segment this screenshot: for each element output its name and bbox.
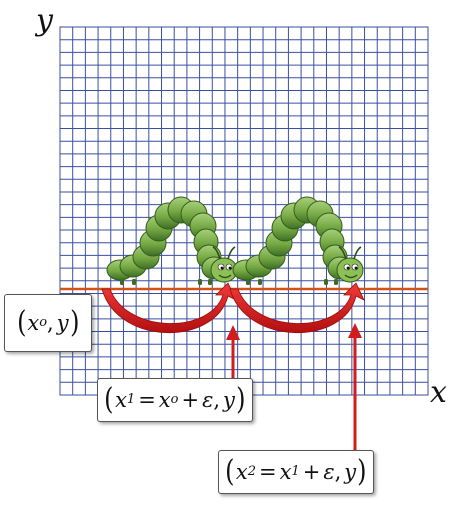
caterpillar-icon (106, 196, 238, 285)
caterpillar-pupil (354, 266, 358, 270)
caterpillar-head (336, 257, 364, 283)
caterpillar-pupil (228, 266, 232, 270)
caterpillar-antenna (353, 246, 362, 260)
step1-rhs: x (158, 388, 171, 412)
caterpillar-antenna (212, 246, 221, 260)
step1-plus: + (181, 388, 200, 412)
start-y: y (56, 311, 69, 335)
caterpillar-eye (351, 263, 359, 271)
caterpillar-mouth (344, 274, 358, 279)
step1-eq: = (138, 388, 156, 412)
grid (60, 27, 428, 395)
step2-plus: + (302, 460, 321, 484)
step1-y: y (223, 388, 235, 412)
step1-eps: ε (202, 388, 214, 412)
caterpillar-antenna (227, 246, 236, 260)
step2-rhs: x (279, 460, 292, 484)
caterpillar-foot (334, 279, 338, 285)
caterpillar-pupil (220, 266, 224, 270)
grid-background (59, 26, 429, 396)
caterpillar-foot (132, 279, 136, 285)
hop-arrow-1 (101, 282, 237, 334)
start-var: x (27, 311, 40, 335)
caterpillar-foot (246, 279, 250, 285)
x-axis-label: x (430, 375, 447, 410)
step2-eps: ε (323, 460, 335, 484)
pointer-arrow-2 (348, 323, 362, 450)
step2-lhs: x (235, 460, 248, 484)
caterpillar-eye (343, 263, 351, 271)
step2-y: y (344, 460, 357, 484)
caterpillar-foot (324, 279, 328, 285)
caterpillar-eye (217, 263, 225, 271)
pointer-arrow-1 (226, 325, 240, 378)
y-axis-label: y (36, 3, 53, 38)
caterpillar-foot (208, 279, 212, 285)
caterpillar-eye (225, 263, 233, 271)
caterpillar-foot (258, 279, 262, 285)
caterpillar-foot (198, 279, 202, 285)
step1-lhs: x (115, 388, 127, 412)
hop-arrow-2 (229, 282, 365, 334)
caterpillar-antenna (338, 246, 347, 260)
caterpillar-mouth (218, 274, 232, 279)
caterpillar-icon (232, 196, 364, 285)
caterpillar-foot (120, 279, 124, 285)
step2-eq: = (258, 460, 277, 484)
caterpillar-pupil (346, 266, 350, 270)
